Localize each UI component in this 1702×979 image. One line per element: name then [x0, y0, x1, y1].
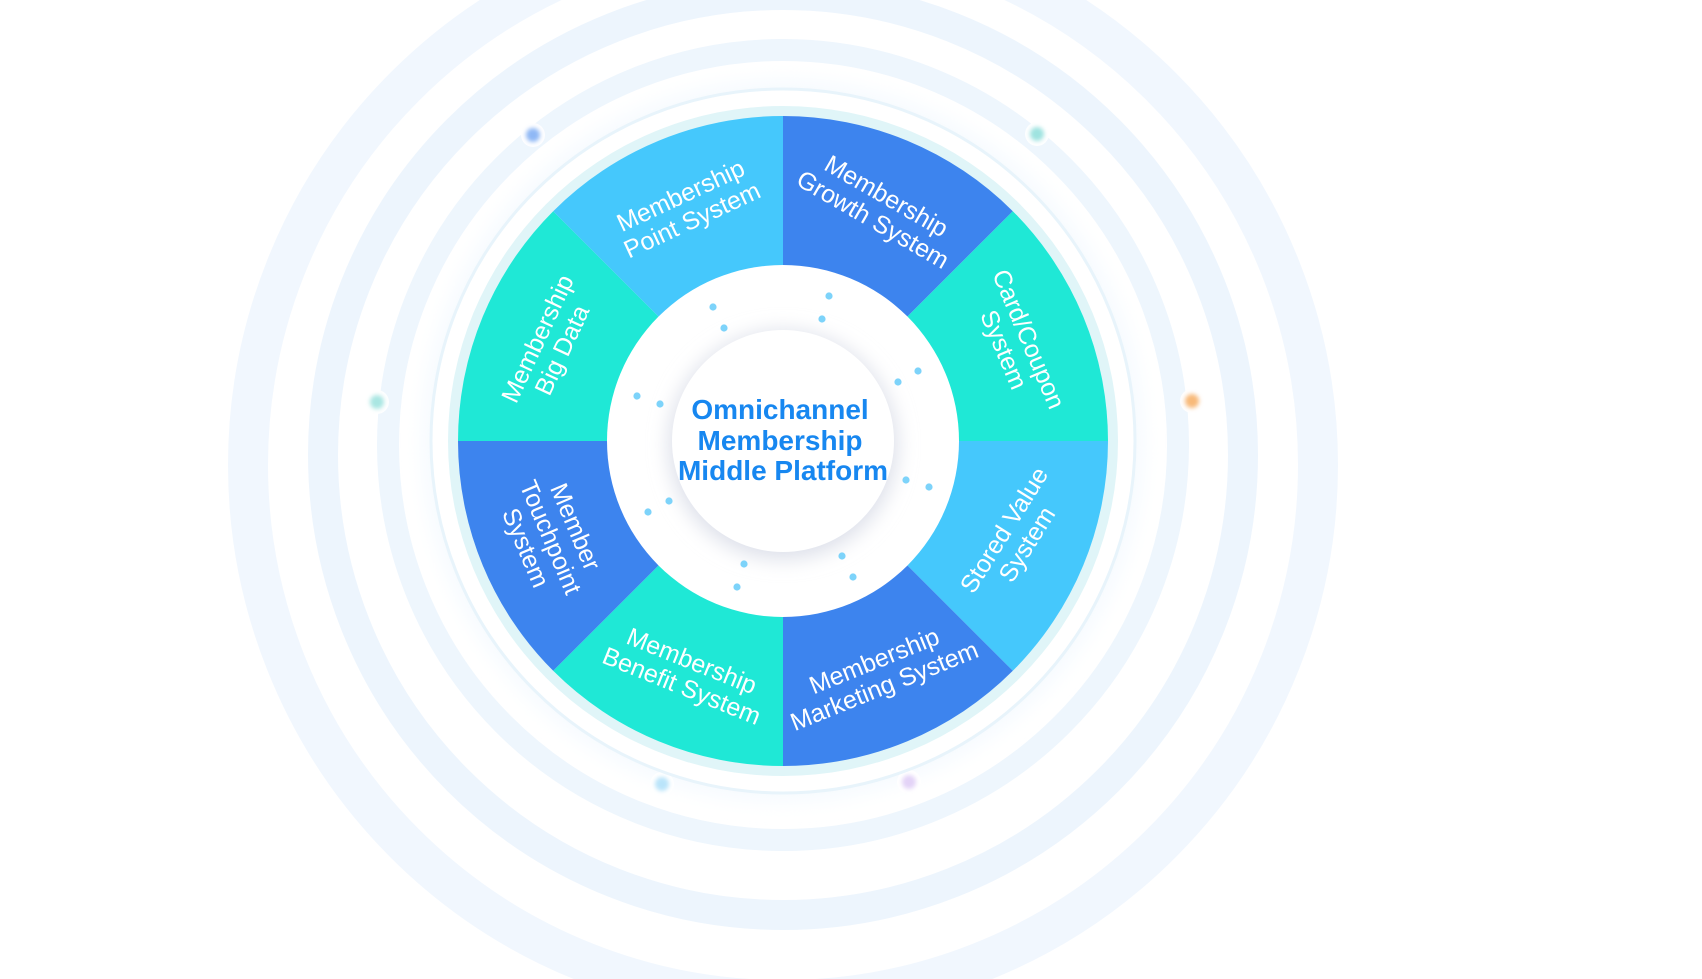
inner-dot	[665, 497, 673, 505]
bg-ring-mid	[308, 0, 1258, 930]
inner-dots	[633, 292, 933, 591]
center-circle	[672, 330, 894, 552]
inner-dot	[825, 292, 833, 300]
inner-dot	[902, 476, 910, 484]
bg-ring-inner	[377, 39, 1189, 851]
inner-dot	[644, 508, 652, 516]
segment-label: MemberTouchpointSystem	[489, 466, 612, 609]
inner-dot	[709, 303, 717, 311]
accent-dot-teal	[1030, 127, 1044, 141]
accent-dot-blue	[526, 128, 540, 142]
inner-dot	[849, 573, 857, 581]
inner-dot	[925, 483, 933, 491]
center-title-line-1: Omnichannel	[691, 394, 868, 425]
inner-dot	[818, 315, 826, 323]
center-title-line-2: Membership	[698, 425, 863, 456]
inner-dot	[838, 552, 846, 560]
accent-dot-orange	[1185, 394, 1199, 408]
bg-ring-outer	[228, 0, 1338, 979]
accent-dot-mint	[370, 395, 384, 409]
inner-dot	[740, 560, 748, 568]
accent-dot-purple	[902, 775, 916, 789]
center-title-line-3: Middle Platform	[678, 455, 888, 486]
accent-dots	[365, 122, 1204, 796]
inner-dot	[894, 378, 902, 386]
accent-dot-sky	[655, 777, 669, 791]
inner-dot	[733, 583, 741, 591]
center-title: Omnichannel Membership Middle Platform	[678, 394, 888, 486]
inner-dot	[720, 324, 728, 332]
inner-dot	[914, 367, 922, 375]
inner-dot	[633, 392, 641, 400]
inner-dot	[656, 400, 664, 408]
